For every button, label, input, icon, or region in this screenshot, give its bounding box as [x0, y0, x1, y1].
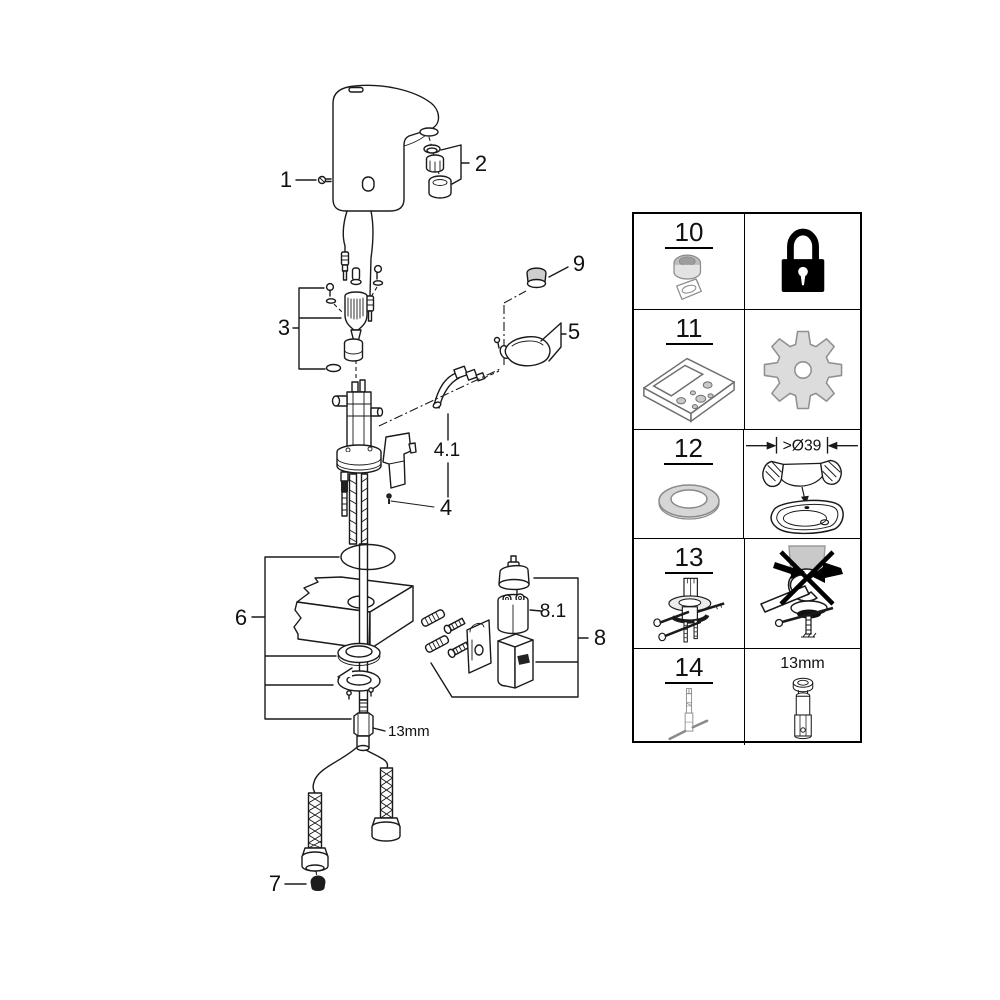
socket-size-label: 13mm — [780, 655, 825, 672]
part-number-10: 10 — [664, 218, 714, 250]
no-wrench-warning-icon — [759, 544, 843, 637]
part-4-mounting-clip: 4 — [382, 432, 452, 520]
callout-3-label: 3 — [278, 315, 290, 340]
part-4-1-connection-hose: 4.1 — [432, 365, 500, 498]
callout-8-1-label: 8.1 — [540, 601, 566, 622]
valve-body-assembly — [331, 360, 384, 545]
callout-1-label: 1 — [280, 167, 292, 192]
part-6-fixation-parts: 6 — [235, 543, 396, 752]
covering-cap-and-clip-icon — [673, 254, 702, 301]
socket-wrench-tool-icon — [668, 687, 709, 740]
part-3-cartridge-stack: 3 — [278, 264, 384, 373]
callout-4-1-label: 4.1 — [434, 440, 460, 461]
sensor-window — [361, 176, 375, 192]
cell-gear-symbol — [745, 310, 860, 429]
callout-2-label: 2 — [475, 151, 487, 176]
part-number-13: 13 — [664, 543, 714, 575]
cell-part-10: 10 — [634, 214, 745, 309]
table-row-13: 13 — [634, 539, 860, 649]
part-2-aerator-stack: 2 — [423, 136, 487, 199]
cell-part-12: 12 — [634, 430, 744, 538]
table-row-10: 10 — [634, 214, 860, 310]
fixation-set-icon — [653, 577, 725, 643]
part-9-cap-plug: 9 — [526, 251, 585, 289]
table-row-11: 11 — [634, 310, 860, 430]
part-1-set-screw: 1 — [280, 167, 332, 192]
table-row-12: 12 >Ø39 — [634, 430, 860, 539]
table-row-14: 14 13mm — [634, 649, 860, 745]
cell-socket-adapter: 13mm — [745, 649, 860, 745]
part-5-lever-handle: 5 — [493, 319, 580, 367]
part-8-power-parts: 8.1 8 — [420, 555, 606, 698]
callout-7-label: 7 — [269, 871, 281, 896]
hole-diameter-label: >Ø39 — [783, 438, 822, 455]
cell-lock-symbol — [745, 214, 860, 309]
nut-size-text: 13mm — [388, 723, 430, 740]
part-number-11: 11 — [665, 314, 713, 346]
gear-icon — [763, 330, 842, 409]
nut-size-label: 13mm — [372, 723, 430, 740]
cell-part-11: 11 — [634, 310, 745, 429]
counter-slab — [293, 576, 414, 650]
callout-9-label: 9 — [573, 251, 585, 276]
faucet-body — [332, 84, 440, 212]
part-7-seal: 7 — [269, 870, 326, 896]
sensor-cables — [340, 210, 375, 322]
callout-5-label: 5 — [568, 319, 580, 344]
cell-basin-hole-diagram: >Ø39 — [744, 430, 860, 538]
socket-adapter-icon — [792, 677, 813, 740]
spout-top-slot — [348, 86, 364, 93]
parts-table: 10 — [632, 212, 862, 745]
washer-ring-icon — [657, 483, 720, 520]
supply-hoses — [301, 747, 401, 872]
callout-8-label: 8 — [594, 625, 606, 650]
callout-6-label: 6 — [235, 605, 247, 630]
part-number-12: 12 — [664, 434, 713, 466]
part-number-14: 14 — [664, 653, 714, 685]
basin-hole-diagram-icon: >Ø39 — [746, 436, 858, 535]
construction-lines — [378, 290, 527, 427]
remote-control-icon — [643, 357, 735, 423]
cell-part-14: 14 — [634, 649, 745, 745]
cell-no-wrench-warning — [745, 539, 860, 648]
spout-outlet — [419, 127, 439, 137]
cell-part-13: 13 — [634, 539, 745, 648]
padlock-icon — [781, 228, 824, 292]
callout-4-label: 4 — [440, 495, 452, 520]
